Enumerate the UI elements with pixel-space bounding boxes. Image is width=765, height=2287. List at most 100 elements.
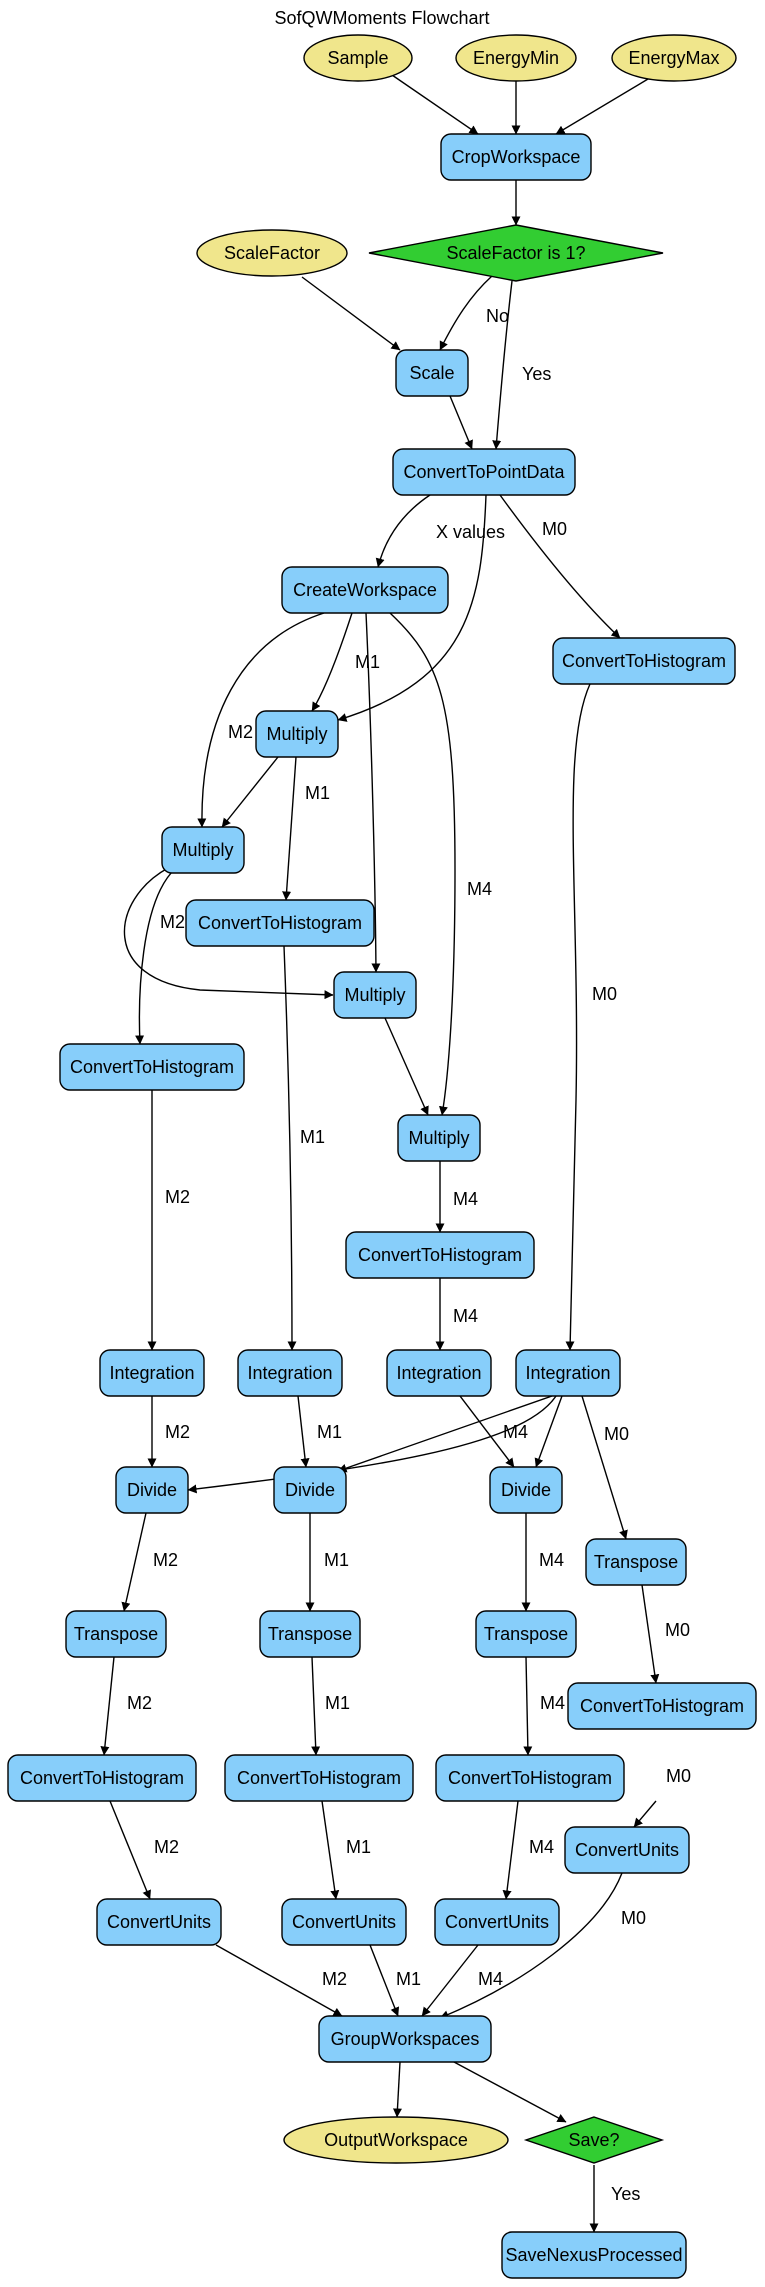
edge-label-convertunits_m0-to-groupworkspaces: M0 xyxy=(621,1908,646,1928)
node-label: OutputWorkspace xyxy=(324,2130,468,2150)
edge-label-convertunits_m1-to-groupworkspaces: M1 xyxy=(396,1969,421,1989)
edge-label-converttohistogram_m1a-to-integration_m1: M1 xyxy=(300,1127,325,1147)
edge-label-converttopointdata-to-createworkspace: X values xyxy=(436,522,505,542)
node-integration_m1: Integration xyxy=(237,1349,343,1397)
node-label: Multiply xyxy=(408,1128,469,1148)
node-transpose_m1: Transpose xyxy=(259,1610,361,1658)
node-shape-ellipse xyxy=(303,34,413,82)
edge-label-createworkspace-to-multiply_2: M2 xyxy=(228,722,253,742)
edge-transpose_m2-to-converttohistogram_m2b xyxy=(100,1656,115,1756)
edge-label-converttohistogram_m1b-to-convertunits_m1: M1 xyxy=(346,1837,371,1857)
node-transpose_m2: Transpose xyxy=(65,1610,167,1658)
node-multiply_2: Multiply xyxy=(161,826,245,874)
node-groupworkspaces: GroupWorkspaces xyxy=(318,2015,492,2063)
node-shape-rounded-box xyxy=(255,710,339,758)
edge-scalefactor_is_1-to-converttopointdata xyxy=(492,280,513,450)
node-shape-rounded-box xyxy=(115,1466,189,1514)
node-shape-ellipse xyxy=(611,34,737,82)
edge-label-scalefactor_is_1-to-converttopointdata: Yes xyxy=(522,364,551,384)
node-transpose_m0: Transpose xyxy=(585,1538,687,1586)
edge-label-createworkspace-to-multiply_4: M4 xyxy=(467,879,492,899)
node-shape-ellipse xyxy=(196,229,348,277)
edge-label-integration_m4-to-divide_m4: M4 xyxy=(503,1422,528,1442)
node-label: ConvertUnits xyxy=(292,1912,396,1932)
edge-converttopointdata-to-multiply_1 xyxy=(337,494,487,722)
node-shape-rounded-box xyxy=(501,2231,687,2279)
node-shape-rounded-box xyxy=(515,1349,621,1397)
node-label: ConvertToHistogram xyxy=(70,1057,234,1077)
node-shape-rounded-box xyxy=(564,1826,690,1874)
edge-label-save-to-savenexusprocessed: Yes xyxy=(611,2184,640,2204)
edge-label-integration_m0-to-transpose_m0: M0 xyxy=(604,1424,629,1444)
node-convertunits_m0: ConvertUnits xyxy=(564,1826,690,1874)
edge-multiply_2-to-converttohistogram_m2a xyxy=(135,867,177,1045)
node-label: ConvertUnits xyxy=(575,1840,679,1860)
node-label: ConvertUnits xyxy=(445,1912,549,1932)
node-label: EnergyMax xyxy=(628,48,719,68)
edge-label-multiply_1-to-converttohistogram_m1a: M1 xyxy=(305,783,330,803)
node-label: ConvertUnits xyxy=(107,1912,211,1932)
node-label: Save? xyxy=(568,2130,619,2150)
node-label: Divide xyxy=(285,1480,335,1500)
edge-multiply_2-to-multiply_3 xyxy=(123,867,334,1000)
edge-integration_m4-to-divide_m4 xyxy=(459,1395,515,1468)
node-label: Sample xyxy=(327,48,388,68)
node-label: CreateWorkspace xyxy=(293,580,437,600)
edge-createworkspace-to-multiply_1 xyxy=(311,612,353,712)
node-label: Transpose xyxy=(74,1624,158,1644)
edge-integration_m1-to-divide_m1 xyxy=(297,1395,310,1468)
node-label: ConvertToHistogram xyxy=(448,1768,612,1788)
node-scalefactor: ScaleFactor xyxy=(196,229,348,277)
node-label: Integration xyxy=(525,1363,610,1383)
node-shape-rounded-box xyxy=(185,899,375,947)
node-converttohistogram_m2b: ConvertToHistogram xyxy=(7,1754,197,1802)
edge-label-converttohistogram_m2b-to-convertunits_m2: M2 xyxy=(154,1837,179,1857)
node-savenexusprocessed: SaveNexusProcessed xyxy=(501,2231,687,2279)
node-converttohistogram_m1a: ConvertToHistogram xyxy=(185,899,375,947)
node-energymax: EnergyMax xyxy=(611,34,737,82)
edge-converttohistogram_m1a-to-integration_m1 xyxy=(283,945,297,1351)
node-scalefactor_is_1: ScaleFactor is 1? xyxy=(368,224,664,282)
node-label: ScaleFactor xyxy=(224,243,320,263)
node-transpose_m4: Transpose xyxy=(475,1610,577,1658)
node-multiply_3: Multiply xyxy=(333,971,417,1019)
node-energymin: EnergyMin xyxy=(455,34,577,82)
node-createworkspace: CreateWorkspace xyxy=(281,566,449,614)
node-shape-rounded-box xyxy=(318,2015,492,2063)
edge-label-integration_m1-to-divide_m1: M1 xyxy=(317,1422,342,1442)
edge-converttohistogram_m4b-to-convertunits_m4 xyxy=(502,1800,519,1900)
edge-convertunits_m2-to-groupworkspaces xyxy=(215,1944,343,2017)
edge-label-converttohistogram_m4b-to-convertunits_m4: M4 xyxy=(529,1837,554,1857)
node-label: Multiply xyxy=(344,985,405,1005)
node-label: Integration xyxy=(396,1363,481,1383)
edge-multiply_1-to-multiply_2 xyxy=(221,756,279,828)
edge-label-divide_m2-to-transpose_m2: M2 xyxy=(153,1550,178,1570)
edge-integration_m0-to-divide_m2 xyxy=(187,1395,557,1494)
node-shape-rounded-box xyxy=(281,1898,407,1946)
node-shape-rounded-box xyxy=(237,1349,343,1397)
node-shape-ellipse xyxy=(283,2116,509,2164)
node-divide_m1: Divide xyxy=(273,1466,347,1514)
node-shape-rounded-box xyxy=(59,1043,245,1091)
node-scale: Scale xyxy=(395,349,469,397)
edge-integration_m0-to-divide_m1 xyxy=(337,1395,553,1473)
node-shape-rounded-box xyxy=(585,1538,687,1586)
edge-divide_m2-to-transpose_m2 xyxy=(121,1512,147,1612)
node-label: Multiply xyxy=(266,724,327,744)
node-shape-rounded-box xyxy=(392,448,576,496)
edge-label-scalefactor_is_1-to-scale: No xyxy=(486,306,509,326)
node-shape-rounded-box xyxy=(386,1349,492,1397)
edge-createworkspace-to-multiply_3 xyxy=(365,612,381,973)
edge-label-converttohistogram_m0a-to-integration_m0: M0 xyxy=(592,984,617,1004)
node-label: SaveNexusProcessed xyxy=(505,2245,682,2265)
edge-groupworkspaces-to-outputworkspace xyxy=(392,2061,402,2118)
edge-scalefactor-to-scale xyxy=(301,276,401,351)
node-integration_m2: Integration xyxy=(99,1349,205,1397)
edge-transpose_m1-to-converttohistogram_m1b xyxy=(311,1656,321,1756)
edge-converttopointdata-to-converttohistogram_m0a xyxy=(499,494,621,639)
node-shape-diamond xyxy=(368,224,664,282)
edge-transpose_m4-to-converttohistogram_m4b xyxy=(523,1656,533,1756)
